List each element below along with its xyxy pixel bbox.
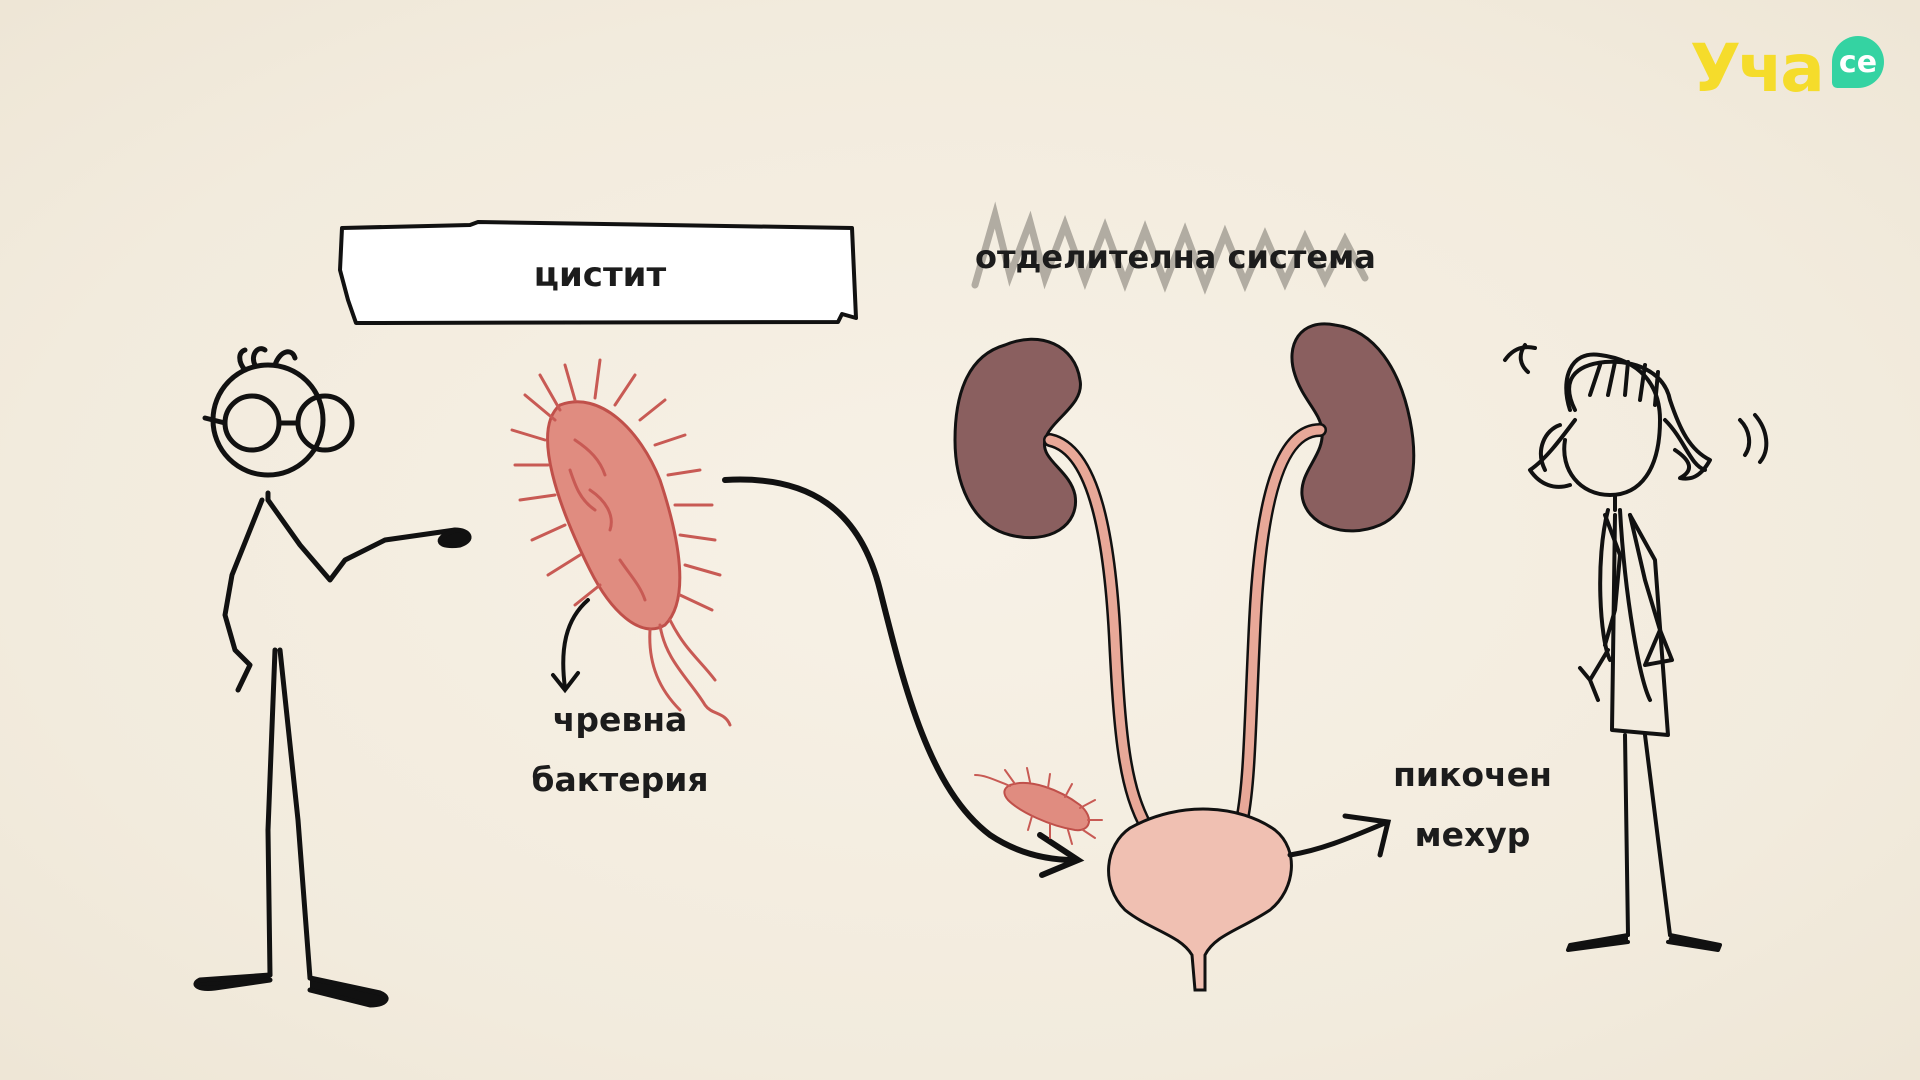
bacterium-small bbox=[974, 767, 1103, 845]
bacterium-label-arrow bbox=[551, 598, 590, 694]
stick-woman bbox=[1503, 343, 1769, 952]
bladder-label-arrow bbox=[1287, 813, 1392, 858]
topic-title: цистит bbox=[533, 255, 667, 295]
kidneys bbox=[953, 322, 1416, 540]
scribble-highlight bbox=[971, 201, 1369, 295]
ureters bbox=[1043, 423, 1327, 837]
bacterium-label: чревна бактерия bbox=[531, 700, 709, 799]
title-box bbox=[338, 220, 858, 325]
bladder-label: пикочен мехур bbox=[1393, 755, 1552, 854]
bacterium-large bbox=[510, 358, 732, 727]
infection-path-arrow bbox=[722, 476, 1085, 878]
stick-man bbox=[193, 346, 472, 1008]
logo-text: Уча bbox=[1690, 30, 1825, 107]
brand-logo: Уча се bbox=[1690, 30, 1890, 110]
logo-badge: се bbox=[1832, 36, 1884, 88]
bladder bbox=[1107, 807, 1293, 992]
excretory-system-label: отделителна система bbox=[975, 238, 1376, 276]
